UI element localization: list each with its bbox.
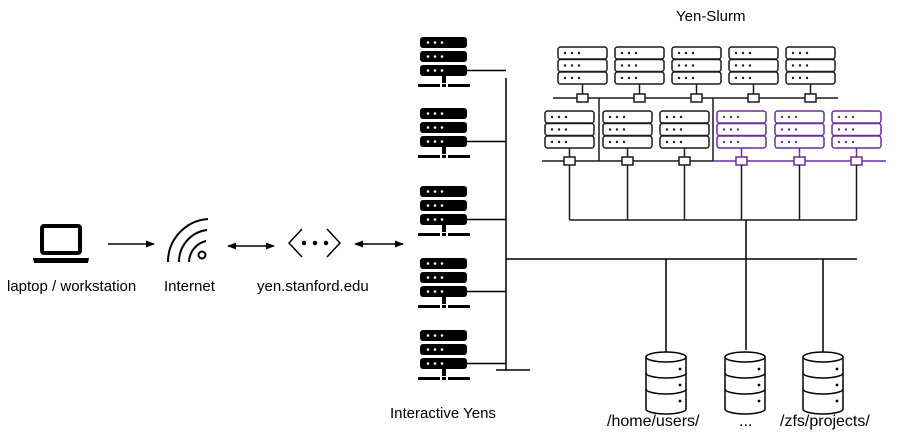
network-port bbox=[690, 93, 703, 103]
interactive-yens-group bbox=[418, 37, 506, 380]
database-icon bbox=[724, 351, 766, 415]
server-icon bbox=[728, 46, 779, 85]
gateway-label: yen.stanford.edu bbox=[257, 278, 369, 295]
slurm-cluster bbox=[542, 46, 886, 221]
network-port bbox=[747, 93, 760, 103]
network-port bbox=[633, 93, 646, 103]
server-icon bbox=[418, 37, 506, 87]
server-icon bbox=[418, 186, 506, 236]
wifi-icon bbox=[166, 218, 209, 263]
server-icon bbox=[785, 46, 836, 85]
network-port bbox=[850, 156, 863, 166]
code-brackets-icon bbox=[287, 228, 342, 258]
trunk-lines bbox=[506, 220, 857, 352]
server-icon bbox=[418, 258, 506, 308]
server-icon bbox=[659, 110, 710, 149]
network-port bbox=[735, 156, 748, 166]
interactive-bus bbox=[496, 78, 530, 371]
interactive-label: Interactive Yens bbox=[390, 405, 496, 422]
server-icon bbox=[774, 110, 825, 149]
server-icon bbox=[557, 46, 608, 85]
network-port bbox=[563, 156, 576, 166]
server-icon bbox=[831, 110, 882, 149]
server-icon bbox=[716, 110, 767, 149]
storage-label-projects: /zfs/projects/ bbox=[780, 413, 870, 430]
server-icon bbox=[544, 110, 595, 149]
network-port bbox=[793, 156, 806, 166]
server-icon bbox=[671, 46, 722, 85]
server-icon bbox=[418, 330, 506, 380]
network-port bbox=[804, 93, 817, 103]
network-port bbox=[576, 93, 589, 103]
server-icon bbox=[602, 110, 653, 149]
server-icon bbox=[418, 108, 506, 158]
database-icon bbox=[645, 351, 687, 415]
network-port bbox=[621, 156, 634, 166]
storage-label-home: /home/users/ bbox=[607, 413, 700, 430]
laptop-label: laptop / workstation bbox=[7, 278, 137, 295]
storage-group bbox=[645, 351, 844, 415]
slurm-title: Yen-Slurm bbox=[676, 8, 746, 25]
network-port bbox=[678, 156, 691, 166]
internet-label: Internet bbox=[164, 278, 215, 295]
laptop-icon bbox=[33, 224, 89, 263]
storage-label-ellipsis: ... bbox=[739, 413, 753, 430]
server-icon bbox=[614, 46, 665, 85]
database-icon bbox=[802, 351, 844, 415]
